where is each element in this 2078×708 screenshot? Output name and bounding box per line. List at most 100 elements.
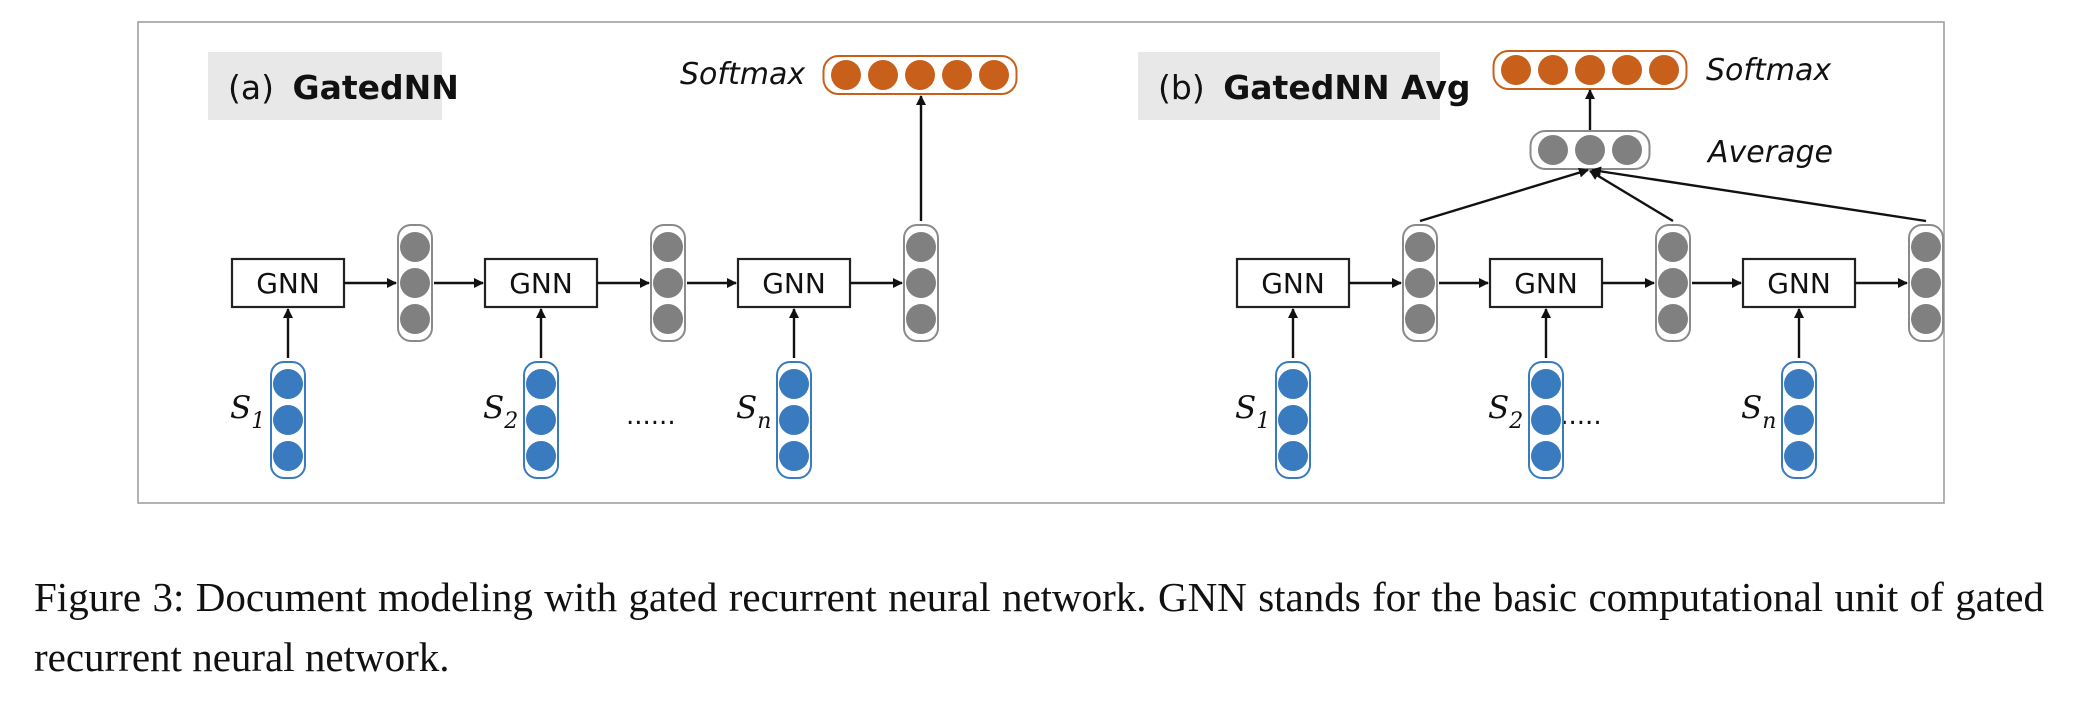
panel-b-input-1: [1275, 361, 1311, 479]
panel-a-input-label-3: Sn: [736, 390, 771, 434]
panel-a-input-2-node: [526, 441, 556, 471]
panel-a-gnn-3-box: [736, 257, 852, 309]
panel-b-hidden-1-node: [1405, 268, 1435, 298]
panel-a-gnn-1: GNN: [230, 257, 346, 309]
panel-a-input-label-1: S1: [230, 390, 265, 434]
panel-b-hidden-1-node: [1405, 232, 1435, 262]
panel-a-hidden-1-node: [400, 268, 430, 298]
panel-b-softmax: [1492, 50, 1688, 90]
panel-b-input-3: [1781, 361, 1817, 479]
panel-b-softmax-node: [1649, 55, 1679, 85]
panel-a-input-3-node: [779, 369, 809, 399]
panel-a-gnn-3-label: GNN: [762, 267, 826, 300]
panel-b-gnn-3-label: GNN: [1767, 267, 1831, 300]
panel-a-input-3-node: [779, 441, 809, 471]
panel-b-softmax-node: [1538, 55, 1568, 85]
panel-b-input-3-node: [1784, 405, 1814, 435]
panel-a-softmax-label: Softmax: [680, 57, 805, 92]
panel-b-hidden-2-node: [1658, 268, 1688, 298]
panel-b-input-2: [1528, 361, 1564, 479]
panel-b-input-2-node: [1531, 369, 1561, 399]
panel-a-hidden-2-node: [653, 232, 683, 262]
panel-b-input-label-2: S2: [1488, 390, 1523, 434]
panel-b-average: [1529, 130, 1651, 170]
panel-b-average-node: [1538, 135, 1568, 165]
panel-a-input-2-node: [526, 369, 556, 399]
panel-a-hidden-1-node: [400, 304, 430, 334]
panel-a-softmax: [822, 55, 1018, 95]
panel-b-gnn-3: GNN: [1741, 257, 1857, 309]
panel-a-input-3-node: [779, 405, 809, 435]
panel-b-hidden-1-to-average: [1419, 167, 1589, 223]
panel-a-input-1-node: [273, 405, 303, 435]
panel-b-softmax-node: [1501, 55, 1531, 85]
panel-b-gnn-1-label: GNN: [1261, 267, 1325, 300]
panel-b-input-label-3: Sn: [1741, 390, 1776, 434]
panel-b-average-node: [1575, 135, 1605, 165]
panel-b-input-3-node: [1784, 369, 1814, 399]
panel-a-gnn-1-label: GNN: [256, 267, 320, 300]
panel-a-input-1-node: [273, 369, 303, 399]
panel-b-gnn-1-box: [1235, 257, 1351, 309]
panel-b-label: (b) GatedNN Avg: [1138, 52, 1471, 120]
panel-a-title: GatedNN: [292, 68, 458, 107]
panel-a-input-2: [523, 361, 559, 479]
panel-a-gnn-3: GNN: [736, 257, 852, 309]
panel-b-hidden-2-node: [1658, 232, 1688, 262]
panel-a-hidden-3-node: [906, 232, 936, 262]
panel-a-input-1: [270, 361, 306, 479]
panel-b-hidden-1: [1402, 224, 1438, 342]
panel-b-gnn-2: GNN: [1488, 257, 1604, 309]
panel-b-gnn-1: GNN: [1235, 257, 1351, 309]
panel-a-input-3: [776, 361, 812, 479]
panel-b-gnn-2-label: GNN: [1514, 267, 1578, 300]
panel-a-hidden-2-node: [653, 304, 683, 334]
diagram-layer: GNN S1 GNN S2 GNN Sn GNN S1 GNN S2 GNN Sn: [230, 50, 1944, 479]
panel-b-input-label-1: S1: [1235, 390, 1270, 434]
panel-b-hidden-3: [1908, 224, 1944, 342]
panel-b-hidden-2: [1655, 224, 1691, 342]
panel-a-hidden-3: [903, 224, 939, 342]
panel-a-hidden-2: [650, 224, 686, 342]
panel-b-softmax-node: [1612, 55, 1642, 85]
panel-a-gnn-2-box: [483, 257, 599, 309]
panel-b-input-3-node: [1784, 441, 1814, 471]
panel-b-input-1-node: [1278, 441, 1308, 471]
panel-b-hidden-3-to-average: [1591, 166, 1927, 223]
panel-a-prefix: (a): [228, 68, 274, 107]
panel-b-prefix: (b): [1158, 68, 1205, 107]
panel-a-hidden-1-node: [400, 232, 430, 262]
panel-b-average-node: [1612, 135, 1642, 165]
panel-b-average-label: Average: [1706, 135, 1833, 170]
panel-b-hidden-2-to-average: [1589, 169, 1674, 223]
svg-text:(a) GatedNN: (a) GatedNN: [228, 68, 459, 107]
panel-b-hidden-1-node: [1405, 304, 1435, 334]
panel-b-hidden-2-node: [1658, 304, 1688, 334]
panel-a-input-2-node: [526, 405, 556, 435]
panel-a-gnn-2: GNN: [483, 257, 599, 309]
panel-b-input-2-node: [1531, 405, 1561, 435]
panel-a-label: (a) GatedNN: [208, 52, 459, 120]
svg-text:(b) GatedNN Avg: (b) GatedNN Avg: [1158, 68, 1471, 107]
panel-a-hidden-3-node: [906, 304, 936, 334]
figure-caption: Figure 3: Document modeling with gated r…: [34, 574, 2044, 680]
panel-b-hidden-3-node: [1911, 304, 1941, 334]
panel-b-softmax-label: Softmax: [1706, 53, 1831, 88]
panel-a-gnn-2-label: GNN: [509, 267, 573, 300]
panel-a-softmax-node: [942, 60, 972, 90]
panel-a-hidden-2-node: [653, 268, 683, 298]
panel-a-softmax-node: [905, 60, 935, 90]
panel-b-input-1-node: [1278, 405, 1308, 435]
panel-a-softmax-node: [831, 60, 861, 90]
panel-a-hidden-3-node: [906, 268, 936, 298]
panel-b-hidden-3-node: [1911, 268, 1941, 298]
panel-a-softmax-node: [979, 60, 1009, 90]
panel-a-softmax-node: [868, 60, 898, 90]
panel-b-input-2-node: [1531, 441, 1561, 471]
panel-a-input-1-node: [273, 441, 303, 471]
panel-b-hidden-3-node: [1911, 232, 1941, 262]
panel-a-input-label-2: S2: [483, 390, 518, 434]
panel-a-hidden-1: [397, 224, 433, 342]
panel-b-input-1-node: [1278, 369, 1308, 399]
figure: (a) GatedNN (b) GatedNN Avg Softmax Soft…: [137, 21, 1945, 504]
